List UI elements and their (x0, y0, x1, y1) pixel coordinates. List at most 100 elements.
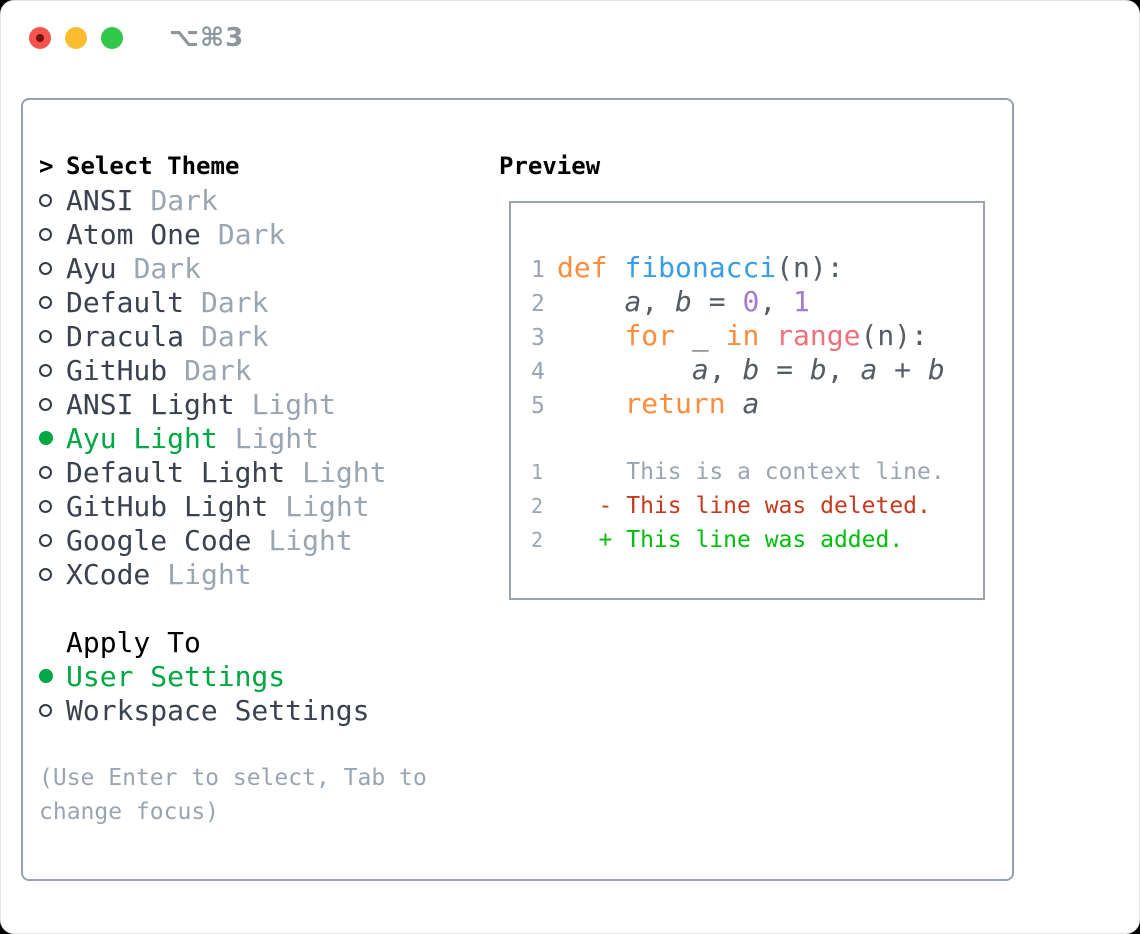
item-label: User Settings (66, 659, 286, 693)
radio-icon (39, 261, 52, 275)
code-token: , (826, 353, 861, 386)
item-label: Default (66, 285, 185, 319)
apply-option-workspace-settings[interactable]: Workspace Settings (39, 693, 479, 727)
item-label: GitHub Light (66, 489, 269, 523)
item-label: Ayu Light (66, 421, 218, 455)
code-token (557, 319, 624, 352)
line-number: 2 (531, 528, 544, 552)
theme-option-google-code[interactable]: Google Code Light (39, 523, 479, 557)
code-token: b (809, 353, 827, 386)
code-token: b (927, 353, 945, 386)
theme-list-header-row: > Select Theme (39, 149, 479, 183)
help-text: (Use Enter to select, Tab to change focus… (39, 761, 479, 829)
spacer (39, 727, 479, 761)
item-label: Dracula (66, 319, 185, 353)
spacer (39, 591, 479, 625)
theme-option-dracula[interactable]: Dracula Dark (39, 319, 479, 353)
diff-line: 2 - This line was deleted. (531, 489, 945, 523)
theme-option-github-light[interactable]: GitHub Light Light (39, 489, 479, 523)
line-number: 4 (531, 359, 545, 385)
item-variant-label: Dark (184, 353, 252, 387)
apply-to-title: Apply To (66, 625, 201, 659)
item-label: ANSI Light (66, 387, 235, 421)
theme-option-ansi-light[interactable]: ANSI Light Light (39, 387, 479, 421)
apply-option-user-settings[interactable]: User Settings (39, 659, 479, 693)
code-token: a (691, 353, 709, 386)
help-text-line: change focus) (39, 799, 220, 825)
item-label: Workspace Settings (66, 693, 370, 727)
radio-icon (39, 193, 52, 207)
radio-icon (39, 669, 53, 683)
theme-option-ansi[interactable]: ANSI Dark (39, 183, 479, 217)
item-label: XCode (66, 557, 151, 591)
code-token: 1 (793, 285, 810, 318)
theme-option-atom-one[interactable]: Atom One Dark (39, 217, 479, 251)
code-token: _ (675, 319, 726, 352)
item-variant-label: Dark (150, 183, 218, 217)
code-token: - This line was deleted. (557, 493, 931, 519)
code-token (726, 387, 743, 420)
radio-icon (39, 329, 52, 343)
item-label: ANSI (66, 183, 134, 217)
selection-cursor: > (39, 152, 54, 180)
theme-option-xcode[interactable]: XCode Light (39, 557, 479, 591)
radio-icon (39, 295, 52, 309)
help-text-line: (Use Enter to select, Tab to (39, 765, 427, 791)
theme-list-title: Select Theme (66, 152, 240, 180)
line-number: 3 (531, 325, 545, 351)
line-number: 5 (531, 393, 545, 419)
code-token (759, 319, 776, 352)
code-line: 5 return a (531, 387, 945, 421)
item-variant-label: Light (251, 387, 336, 421)
theme-option-ayu-light[interactable]: Ayu Light Light (39, 421, 479, 455)
code-line: 2 a, b = 0, 1 (531, 285, 945, 319)
code-token: 0 (742, 285, 760, 318)
item-variant-label: Light (285, 489, 370, 523)
diff-line: 1 This is a context line. (531, 455, 945, 489)
maximize-button[interactable] (101, 27, 123, 49)
radio-icon (39, 533, 52, 547)
code-token: This is a context line. (557, 459, 945, 485)
item-variant-label: Dark (201, 319, 269, 353)
diff-line: 2 + This line was added. (531, 523, 945, 557)
item-variant-label: Light (302, 455, 387, 489)
code-token: = (759, 353, 810, 386)
radio-icon (39, 363, 52, 377)
code-token: a (624, 285, 642, 318)
item-label: Atom One (66, 217, 201, 251)
radio-icon (39, 567, 52, 581)
item-label: Ayu (66, 251, 117, 285)
item-variant-label: Dark (217, 217, 286, 251)
code-token (608, 251, 625, 284)
item-label: Default Light (66, 455, 286, 489)
preview-title: Preview (499, 152, 601, 180)
code-token: (n): (776, 251, 844, 284)
code-token: range (776, 319, 861, 352)
theme-option-ayu[interactable]: Ayu Dark (39, 251, 479, 285)
item-label: Google Code (66, 523, 252, 557)
apply-to-header-row: Apply To (39, 625, 479, 659)
code-token: def (557, 251, 608, 284)
code-token (557, 387, 624, 420)
item-variant-label: Light (167, 557, 252, 591)
item-variant-label: Light (268, 523, 353, 557)
code-token: b (742, 353, 760, 386)
code-token (557, 353, 692, 386)
code-token: , (708, 353, 743, 386)
code-token: a (860, 353, 878, 386)
theme-option-github[interactable]: GitHub Dark (39, 353, 479, 387)
line-number: 1 (531, 257, 545, 283)
radio-icon (39, 465, 52, 479)
theme-option-default-light[interactable]: Default Light Light (39, 455, 479, 489)
code-token: b (675, 285, 692, 318)
minimize-button[interactable] (65, 27, 87, 49)
theme-option-default[interactable]: Default Dark (39, 285, 479, 319)
code-token (557, 285, 624, 318)
record-dot-icon (36, 34, 44, 42)
code-token: a (742, 387, 760, 420)
close-button[interactable] (29, 27, 51, 49)
